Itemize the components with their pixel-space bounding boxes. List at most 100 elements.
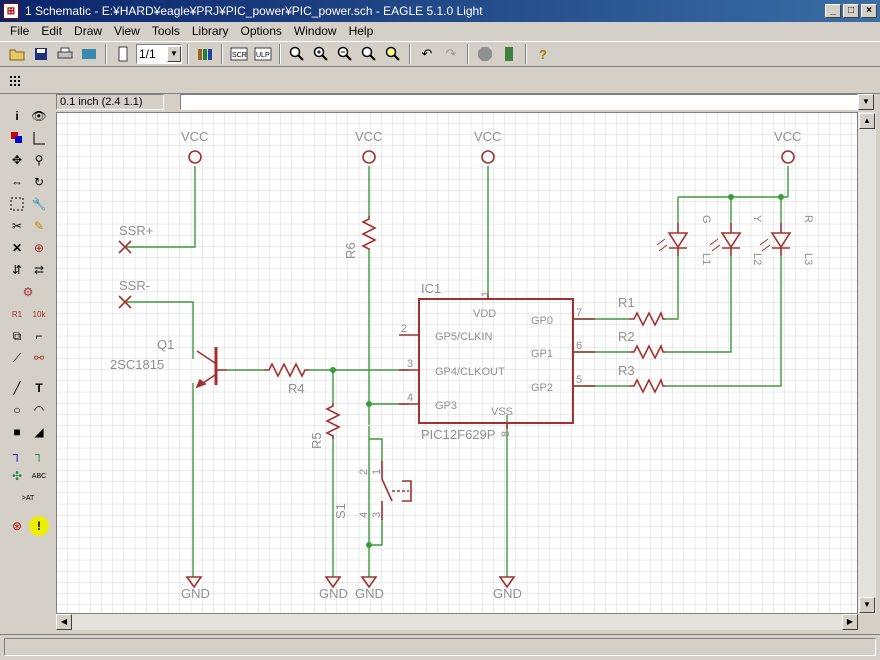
resistor-r1[interactable] [629, 310, 666, 327]
zoom-fit-icon[interactable] [286, 43, 308, 65]
resistor-r3[interactable] [629, 377, 666, 394]
print-icon[interactable] [54, 43, 76, 65]
miter-icon[interactable]: ⌐ [35, 329, 43, 343]
split-icon[interactable]: ⟋ [12, 350, 22, 365]
resistor-r6[interactable] [361, 216, 377, 250]
smash-icon[interactable]: ⧉ [12, 328, 22, 343]
undo-icon[interactable]: ↶ [421, 46, 433, 61]
menu-help[interactable]: Help [348, 24, 374, 38]
net-s1-bottom [368, 426, 383, 546]
name-icon[interactable]: R1 [11, 309, 23, 319]
sheet-select[interactable]: 1/1▼ [136, 44, 182, 64]
zoom-out-icon[interactable] [334, 43, 356, 65]
menu-window[interactable]: Window [293, 24, 337, 38]
invoke-icon[interactable]: ⚯ [33, 351, 45, 365]
cam-icon[interactable] [78, 43, 100, 65]
open-icon[interactable] [6, 43, 28, 65]
polygon-icon[interactable]: ◢ [34, 425, 44, 439]
scroll-down-icon[interactable]: ▼ [859, 597, 875, 613]
sheet-icon[interactable] [112, 43, 134, 65]
pin-number: 1 [480, 291, 492, 297]
change-icon[interactable]: 🔧 [31, 197, 47, 211]
scroll-right-icon[interactable]: ▶ [842, 614, 858, 630]
schematic-drawing[interactable]: VCC VCC VCC VCC GND GND GND GND SSR+ SSR… [57, 113, 858, 614]
zoom-in-icon[interactable] [310, 43, 332, 65]
paste-icon[interactable]: ✂ [11, 219, 23, 233]
text-icon[interactable]: T [35, 381, 43, 395]
replace-icon[interactable]: ⚙ [22, 285, 34, 299]
help-icon[interactable]: ? [539, 46, 547, 62]
switch-s1[interactable] [381, 461, 412, 520]
menu-edit[interactable]: Edit [41, 24, 63, 38]
stop-icon[interactable] [474, 43, 496, 65]
led-l2[interactable] [709, 223, 742, 256]
copy-icon[interactable]: ⚲ [34, 153, 44, 167]
led-l3[interactable] [759, 223, 792, 256]
save-icon[interactable] [30, 43, 52, 65]
menu-file[interactable]: File [10, 24, 30, 38]
errors-icon[interactable]: ! [29, 516, 49, 536]
redo-icon[interactable]: ↷ [445, 46, 457, 61]
menu-options[interactable]: Options [240, 24, 282, 38]
pin-label-vss: VSS [491, 406, 513, 418]
schematic-canvas[interactable]: VCC VCC VCC VCC GND GND GND GND SSR+ SSR… [56, 112, 858, 614]
value-icon[interactable]: 10k [32, 309, 46, 319]
resistor-r4[interactable] [264, 362, 309, 378]
chevron-down-icon[interactable]: ▼ [858, 94, 874, 110]
go-icon[interactable] [498, 43, 520, 65]
net-icon[interactable]: ┐ [34, 447, 44, 461]
delete-icon[interactable]: ✎ [33, 219, 45, 233]
minimize-button[interactable]: _ [825, 4, 841, 18]
menu-tools[interactable]: Tools [151, 24, 180, 38]
move-icon[interactable]: ✥ [11, 153, 23, 167]
junction-icon[interactable]: ✣ [11, 469, 23, 483]
maximize-button[interactable]: □ [843, 4, 859, 18]
ulp-icon[interactable]: ULP [252, 43, 274, 65]
info-icon[interactable]: i [15, 109, 19, 123]
parameter-toolbar [0, 68, 880, 94]
gateswap-icon[interactable]: ⇄ [33, 263, 45, 277]
led-l1[interactable] [656, 223, 689, 256]
add-icon[interactable]: ⊕ [33, 241, 45, 255]
gnd-symbol [498, 576, 516, 589]
pinswap-icon[interactable]: ⇵ [11, 263, 23, 277]
mark-icon[interactable] [29, 128, 49, 148]
horizontal-scrollbar[interactable]: ◀ ▶ [56, 614, 858, 630]
grid-icon[interactable] [6, 70, 28, 92]
show-icon[interactable]: 👁 [31, 109, 47, 123]
scroll-left-icon[interactable]: ◀ [56, 614, 72, 630]
wire-icon[interactable]: ╱ [13, 381, 21, 395]
chevron-down-icon[interactable]: ▼ [167, 46, 181, 62]
close-button[interactable]: × [861, 4, 877, 18]
bus-icon[interactable]: ┐ [12, 447, 22, 461]
circle-icon[interactable]: ○ [13, 403, 21, 417]
pin-number: 7 [576, 307, 582, 319]
menu-draw[interactable]: Draw [74, 24, 103, 38]
ssr-minus-terminal [118, 295, 132, 309]
resistor-r2[interactable] [629, 343, 666, 360]
ic1-body[interactable] [418, 298, 574, 424]
eagle-icon[interactable]: ⊞ [3, 3, 19, 19]
zoom-redraw-icon[interactable] [358, 43, 380, 65]
zoom-select-icon[interactable] [382, 43, 404, 65]
delete-x-icon[interactable]: ✕ [11, 241, 23, 255]
resistor-r5[interactable] [325, 403, 341, 439]
pin-number: 3 [407, 358, 413, 370]
rotate-icon[interactable]: ↻ [33, 175, 45, 189]
script-icon[interactable]: SCR [228, 43, 250, 65]
transistor-q1[interactable] [195, 347, 227, 389]
mirror-icon[interactable]: ⇔ [11, 175, 23, 189]
scroll-up-icon[interactable]: ▲ [859, 113, 875, 129]
erc-icon[interactable]: ⊛ [11, 519, 23, 533]
arc-icon[interactable]: ◠ [33, 403, 45, 417]
library-icon[interactable] [194, 43, 216, 65]
vertical-scrollbar[interactable]: ▲ ▼ [858, 112, 876, 614]
menu-view[interactable]: View [114, 24, 140, 38]
menu-library[interactable]: Library [191, 24, 229, 38]
display-icon[interactable] [7, 128, 27, 148]
command-input[interactable] [180, 94, 858, 110]
label-icon[interactable]: ABC [31, 472, 47, 480]
group-icon[interactable] [7, 194, 27, 214]
rect-icon[interactable]: ■ [13, 425, 21, 439]
attribute-icon[interactable]: >AT [21, 494, 35, 502]
